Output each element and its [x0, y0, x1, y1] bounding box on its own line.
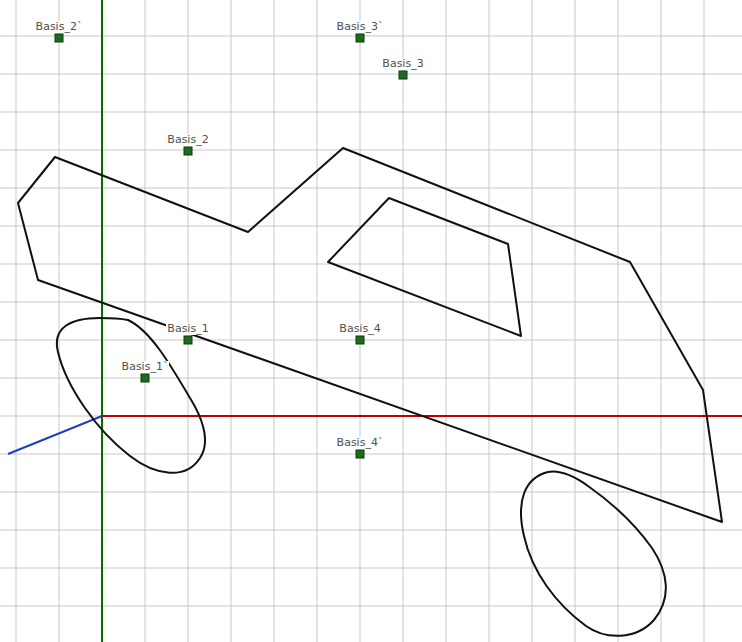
grid-line: [446, 0, 447, 642]
grid-line: [0, 378, 742, 379]
basis-point: [55, 34, 63, 42]
front-wheel: [57, 318, 205, 473]
grid-line: [0, 36, 742, 37]
grid-line: [231, 0, 232, 642]
point-label: Basis_3: [381, 58, 424, 70]
grid-line: [0, 150, 742, 151]
grid-line: [403, 0, 404, 642]
grid-line: [0, 492, 742, 493]
point-label: Basis_1`: [121, 361, 170, 373]
point-label: Basis_2`: [35, 21, 84, 33]
point-label: Basis_3`: [336, 21, 385, 33]
grid-line: [0, 340, 742, 341]
point-label: Basis_1: [166, 323, 209, 335]
basis-point: [184, 147, 192, 155]
grid-line: [59, 0, 60, 642]
grid-line: [489, 0, 490, 642]
grid-line: [575, 0, 576, 642]
grid-line: [0, 454, 742, 455]
grid-line: [188, 0, 189, 642]
basis-point: [356, 450, 364, 458]
grid-line: [16, 0, 17, 642]
basis-point: [184, 336, 192, 344]
grid-line: [0, 226, 742, 227]
grid-line: [317, 0, 318, 642]
grid-line: [0, 606, 742, 607]
basis-point: [141, 374, 149, 382]
point-label: Basis_4: [338, 323, 381, 335]
grid-line: [102, 0, 103, 642]
grid-line: [0, 530, 742, 531]
grid-line: [532, 0, 533, 642]
basis-point: [356, 34, 364, 42]
basis-point: [399, 71, 407, 79]
grid-line: [360, 0, 361, 642]
grid-line: [274, 0, 275, 642]
grid-line: [661, 0, 662, 642]
car-body: [18, 148, 722, 522]
grid-line: [0, 416, 742, 417]
z-axis: [8, 416, 102, 454]
grid-line: [704, 0, 705, 642]
y-axis: [101, 0, 103, 642]
rear-wheel: [521, 472, 666, 636]
grid-line: [0, 568, 742, 569]
car-window: [328, 198, 521, 336]
grid-line: [0, 74, 742, 75]
basis-point: [356, 336, 364, 344]
grid-line: [0, 112, 742, 113]
point-label: Basis_4`: [336, 437, 385, 449]
grid-line: [0, 188, 742, 189]
grid-line: [618, 0, 619, 642]
grid-line: [0, 302, 742, 303]
point-label: Basis_2: [166, 134, 209, 146]
grid-line: [145, 0, 146, 642]
